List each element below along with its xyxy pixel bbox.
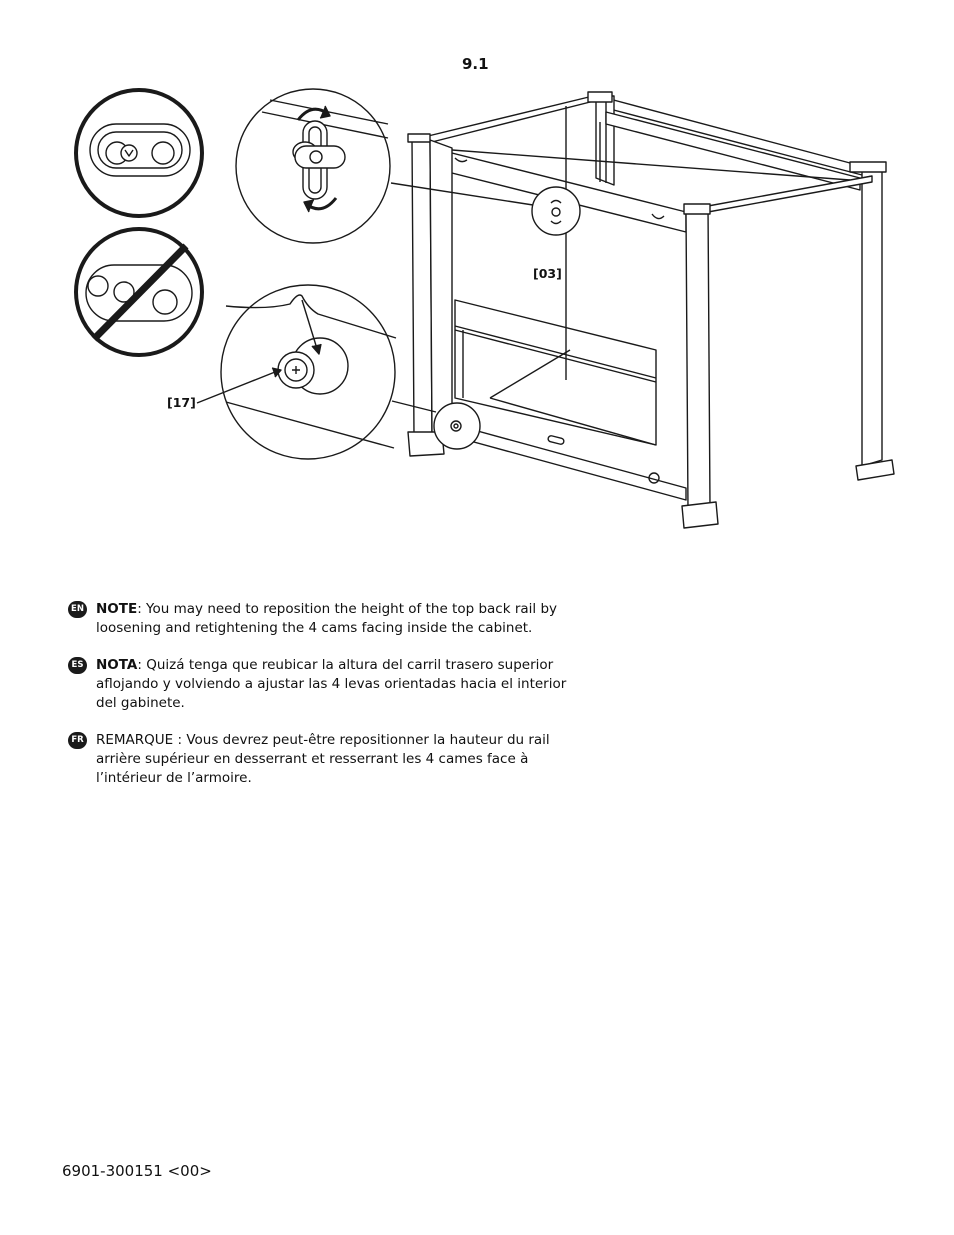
- note-keyword: NOTA: [96, 657, 138, 673]
- es-language-badge: ES: [68, 657, 87, 674]
- document-code: 6901-300151 <00>: [62, 1162, 212, 1180]
- notes-section: EN NOTE: You may need to reposition the …: [68, 600, 588, 806]
- note-text: : You may need to reposition the height …: [96, 601, 557, 636]
- cam-correct-orientation-icon: [74, 88, 204, 218]
- note-en: EN NOTE: You may need to reposition the …: [68, 600, 588, 638]
- fr-language-badge: FR: [68, 732, 87, 749]
- cam-incorrect-orientation-icon: [74, 227, 204, 357]
- note-keyword: NOTE: [96, 601, 138, 617]
- cam-fastener-detail: [196, 284, 397, 460]
- cabinet-frame-diagram: [407, 91, 895, 529]
- assembly-illustration: [74, 88, 895, 529]
- callout-top-rail: [03]: [533, 266, 562, 281]
- note-es: ES NOTA: Quizá tenga que reubicar la alt…: [68, 656, 588, 713]
- en-language-badge: EN: [68, 601, 87, 618]
- step-number: 9.1: [462, 55, 489, 73]
- callout-cam: [17]: [167, 395, 196, 410]
- note-fr: FR REMARQUE : Vous devrez peut-être repo…: [68, 731, 588, 788]
- rotate-arrows-icon: [235, 88, 391, 244]
- note-text: : Quizá tenga que reubicar la altura del…: [96, 657, 567, 711]
- note-text: REMARQUE : Vous devrez peut-être reposit…: [96, 732, 550, 786]
